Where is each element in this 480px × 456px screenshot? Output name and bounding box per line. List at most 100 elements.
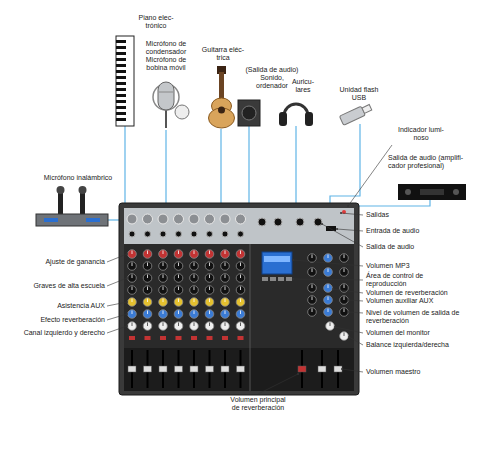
knob bbox=[340, 296, 349, 305]
knob-marker bbox=[147, 251, 148, 255]
leader-dot bbox=[341, 368, 343, 370]
knob-marker bbox=[209, 251, 210, 255]
wire bbox=[220, 129, 221, 212]
callout-label: Volumen maestro bbox=[366, 368, 476, 376]
piano-key bbox=[116, 46, 126, 49]
knob bbox=[143, 322, 152, 331]
piano-key bbox=[116, 112, 126, 115]
leader-line bbox=[342, 369, 363, 372]
leader-dot bbox=[321, 223, 323, 225]
knob bbox=[128, 310, 137, 319]
xlr-input bbox=[220, 214, 230, 224]
channel-button bbox=[207, 336, 213, 340]
leader-dot bbox=[336, 228, 338, 230]
play-button bbox=[262, 277, 268, 281]
knob-marker bbox=[194, 275, 195, 279]
knob bbox=[236, 322, 245, 331]
knob bbox=[205, 310, 214, 319]
leader-line bbox=[335, 327, 363, 333]
knob-marker bbox=[194, 299, 195, 303]
callout-label: Ajuste de ganancia bbox=[6, 258, 105, 266]
knob bbox=[128, 250, 137, 259]
jack-input bbox=[160, 231, 166, 237]
knob bbox=[128, 286, 137, 295]
callout-label: Unidad flash USB bbox=[334, 86, 384, 102]
callout-label: Efecto reverberación bbox=[6, 316, 105, 324]
leader-dot bbox=[332, 288, 334, 290]
knob bbox=[236, 250, 245, 259]
knob bbox=[159, 262, 168, 271]
mic-stand bbox=[165, 110, 167, 128]
knob bbox=[174, 286, 183, 295]
knob-marker bbox=[240, 275, 241, 279]
mixer-controls bbox=[127, 214, 348, 388]
callout-label: Volumen de reverberación bbox=[366, 289, 476, 297]
leader-dot bbox=[348, 299, 350, 301]
knob bbox=[128, 298, 137, 307]
knob-marker bbox=[240, 311, 241, 315]
leader-dot bbox=[340, 212, 342, 214]
speaker-icon bbox=[238, 100, 260, 126]
jack-input bbox=[129, 231, 135, 237]
knob-marker bbox=[328, 309, 329, 313]
knob bbox=[308, 296, 317, 305]
knob bbox=[128, 274, 137, 283]
guitar-icon bbox=[209, 66, 235, 128]
knob-marker bbox=[178, 311, 179, 315]
knob-marker bbox=[163, 287, 164, 291]
leader-dot bbox=[126, 301, 128, 303]
knob bbox=[236, 262, 245, 271]
knob bbox=[143, 250, 152, 259]
knob bbox=[205, 262, 214, 271]
output-jack bbox=[258, 218, 266, 226]
callout-label: Área de control de reproducción bbox=[366, 272, 438, 288]
knob-marker bbox=[132, 275, 133, 279]
knob-marker bbox=[163, 251, 164, 255]
knob-marker bbox=[344, 285, 345, 289]
fader-cap bbox=[159, 366, 167, 372]
speaker-box bbox=[238, 100, 260, 126]
knob bbox=[221, 286, 230, 295]
jack-input bbox=[238, 231, 244, 237]
usb-icon bbox=[339, 103, 372, 126]
knob-marker bbox=[225, 287, 226, 291]
channel-button bbox=[176, 336, 182, 340]
knob-marker bbox=[225, 299, 226, 303]
wireless-mic-icon bbox=[36, 186, 108, 226]
xlr-input bbox=[143, 214, 153, 224]
knob-marker bbox=[328, 255, 329, 259]
channel-button bbox=[145, 336, 151, 340]
knob-marker bbox=[147, 299, 148, 303]
knob-marker bbox=[194, 263, 195, 267]
knob-marker bbox=[132, 299, 133, 303]
knob bbox=[159, 310, 168, 319]
receiver-display bbox=[86, 218, 100, 222]
callout-label: Micrófono de condensador Micrófono de bo… bbox=[138, 40, 194, 72]
jack-input bbox=[207, 231, 213, 237]
knob bbox=[159, 286, 168, 295]
piano-key bbox=[116, 58, 126, 61]
knob-marker bbox=[132, 287, 133, 291]
amp-panel bbox=[420, 189, 444, 195]
knob-marker bbox=[344, 333, 345, 337]
callout-label: Volumen del monitor bbox=[366, 329, 476, 337]
knob bbox=[143, 262, 152, 271]
fader-cap bbox=[237, 366, 245, 372]
knob-marker bbox=[328, 269, 329, 273]
callout-label: Salidas bbox=[366, 211, 474, 219]
callout-label: Salida de audio (amplifi- cador profesio… bbox=[388, 154, 476, 170]
piano-key bbox=[116, 82, 126, 85]
channel-button bbox=[238, 336, 244, 340]
knob-marker bbox=[225, 323, 226, 327]
knob bbox=[340, 268, 349, 277]
knob-marker bbox=[163, 323, 164, 327]
knob bbox=[221, 262, 230, 271]
knob-marker bbox=[225, 275, 226, 279]
fader-cap bbox=[318, 366, 326, 372]
callout-label: Indicador lumi- noso bbox=[392, 126, 450, 142]
piano-key bbox=[116, 88, 126, 91]
knob-marker bbox=[178, 323, 179, 327]
wire bbox=[330, 124, 360, 212]
knob-marker bbox=[344, 309, 345, 313]
fader-cap bbox=[298, 366, 306, 372]
